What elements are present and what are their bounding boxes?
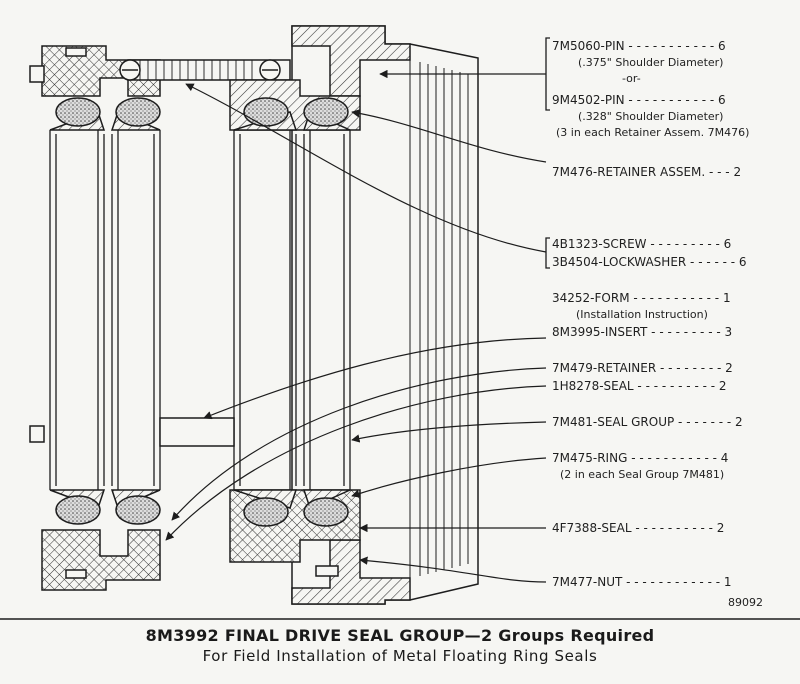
drawing <box>29 25 479 605</box>
left-seal-walls <box>49 130 161 490</box>
leader-lines <box>165 69 547 583</box>
label-pin2-note: (.328" Shoulder Diameter) <box>578 110 723 123</box>
label-ring-note: (2 in each Seal Group 7M481) <box>560 468 724 481</box>
left-pin-top <box>29 65 45 83</box>
drawing-number: 89092 <box>728 596 763 609</box>
label-pin-9m4502: 9M4502-PIN - - - - - - - - - - - 6 <box>552 93 726 107</box>
nut-threads <box>409 60 469 578</box>
brackets <box>545 37 550 269</box>
left-pin-mid <box>29 425 45 443</box>
toric-seal <box>243 497 289 527</box>
toric-seal <box>115 97 161 127</box>
label-seal-group: 7M481-SEAL GROUP - - - - - - - 2 <box>552 415 743 429</box>
toric-seal <box>243 97 289 127</box>
label-insert: 8M3995-INSERT - - - - - - - - - 3 <box>552 325 732 339</box>
insert-bar <box>159 417 235 447</box>
label-retainer-assem: 7M476-RETAINER ASSEM. - - - 2 <box>552 165 741 179</box>
caption-subtitle: For Field Installation of Metal Floating… <box>202 647 598 665</box>
figure-caption: 8M3992 FINAL DRIVE SEAL GROUP—2 Groups R… <box>0 626 800 665</box>
left-retainer-bottom <box>41 529 161 591</box>
label-seal-4f7388: 4F7388-SEAL - - - - - - - - - - 2 <box>552 521 724 535</box>
caption-title: 8M3992 FINAL DRIVE SEAL GROUP—2 Groups R… <box>145 626 655 645</box>
label-nut: 7M477-NUT - - - - - - - - - - - - 1 <box>552 575 732 589</box>
label-retainer: 7M479-RETAINER - - - - - - - - 2 <box>552 361 733 375</box>
label-form: 34252-FORM - - - - - - - - - - - 1 <box>552 291 731 305</box>
toric-seal <box>55 495 101 525</box>
label-or: -or- <box>622 72 641 85</box>
label-seal-1h8278: 1H8278-SEAL - - - - - - - - - - 2 <box>552 379 727 393</box>
label-pin-note: (3 in each Retainer Assem. 7M476) <box>556 126 749 139</box>
toric-seal <box>303 497 349 527</box>
label-ring: 7M475-RING - - - - - - - - - - - 4 <box>552 451 728 465</box>
label-form-note: (Installation Instruction) <box>576 308 708 321</box>
toric-seal <box>55 97 101 127</box>
part-labels: 7M5060-PIN - - - - - - - - - - - 6 (.375… <box>552 39 763 609</box>
label-lockwasher: 3B4504-LOCKWASHER - - - - - - 6 <box>552 255 747 269</box>
seal-group-diagram: 7M5060-PIN - - - - - - - - - - - 6 (.375… <box>0 25 800 620</box>
label-screw: 4B1323-SCREW - - - - - - - - - 6 <box>552 237 731 251</box>
left-retainer-top <box>41 45 161 97</box>
label-pin-7m5060: 7M5060-PIN - - - - - - - - - - - 6 <box>552 39 726 53</box>
toric-seal <box>115 495 161 525</box>
toric-seal <box>303 97 349 127</box>
label-pin1-note: (.375" Shoulder Diameter) <box>578 56 723 69</box>
